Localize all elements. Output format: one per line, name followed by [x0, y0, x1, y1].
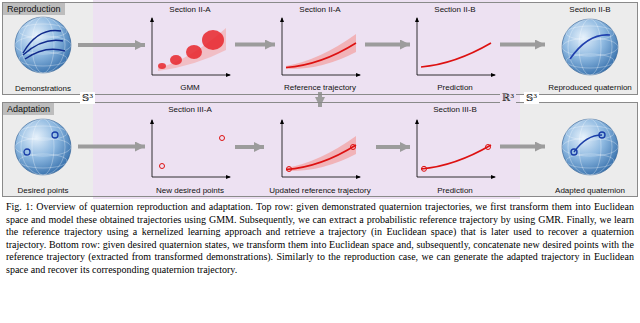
flow-arrow [500, 145, 545, 149]
stage-box: Demonstrations [8, 6, 78, 93]
space-label: 𝕊³ [80, 92, 95, 104]
row-tag: Reproduction [3, 3, 65, 15]
stage-label: New desired points [156, 186, 224, 195]
flow-arrow [365, 43, 410, 47]
row-panel: AdaptationDesired points Section III-A New… [2, 102, 638, 197]
flow-arrow [500, 43, 545, 47]
stage-box: Section III-B Prediction [410, 105, 500, 195]
reference-plot [286, 34, 356, 69]
stage-label: GMM [180, 83, 200, 92]
sphere [15, 17, 71, 73]
prediction-plot [421, 43, 491, 67]
sphere [562, 119, 618, 175]
sphere [562, 19, 618, 75]
stage-box: Section II-B Reproduced quaternion [545, 5, 635, 92]
axis-arrowheads [150, 17, 496, 179]
stage-label: Updated reference trajectory [269, 186, 370, 195]
stage-box: Adapted quaternion [545, 106, 635, 195]
gmm-plot [158, 28, 226, 71]
flow-arrow [78, 145, 145, 149]
flow-arrow [78, 43, 145, 47]
stage-label: Prediction [437, 83, 473, 92]
desired-points-plot [160, 136, 225, 169]
stage-box: Desired points [8, 106, 78, 195]
adapted-prediction-plot [421, 145, 491, 172]
stage-box: Section II-A GMM [145, 5, 235, 92]
section-ref: Section III-B [433, 105, 477, 114]
stage-box: Updated reference trajectory [264, 107, 376, 195]
stage-label: Reference trajectory [284, 83, 356, 92]
section-ref: Section II-A [169, 5, 210, 14]
stage-label: Reproduced quaternion [548, 83, 632, 92]
section-ref: Section II-A [299, 5, 340, 14]
plot-axes [152, 18, 495, 177]
flow-arrow [235, 145, 264, 149]
section-ref: Section III-A [168, 105, 212, 114]
stage-label: Demonstrations [15, 84, 71, 93]
flow-arrow [235, 43, 275, 47]
flow-arrow [376, 145, 410, 149]
figure-caption: Fig. 1: Overview of quaternion reproduct… [6, 201, 634, 277]
section-ref: Section II-B [434, 5, 475, 14]
stage-label: Adapted quaternion [555, 186, 625, 195]
stage-label: Prediction [437, 186, 473, 195]
row-tag: Adaptation [3, 103, 54, 115]
space-label: 𝕊³ [524, 92, 539, 104]
section-ref: Section II-B [569, 5, 610, 14]
stage-box: Section II-A Reference trajectory [275, 5, 365, 92]
space-label: ℝ³ [500, 92, 516, 104]
updated-reference-plot [286, 136, 356, 172]
sphere [15, 119, 71, 175]
row-panel: ReproductionDemonstrations Section II-A GM… [2, 2, 638, 95]
stage-box: Section II-B Prediction [410, 5, 500, 92]
euclidean-region [93, 0, 520, 199]
stage-box: Section III-A New desired points [145, 105, 235, 195]
stage-label: Desired points [17, 186, 68, 195]
